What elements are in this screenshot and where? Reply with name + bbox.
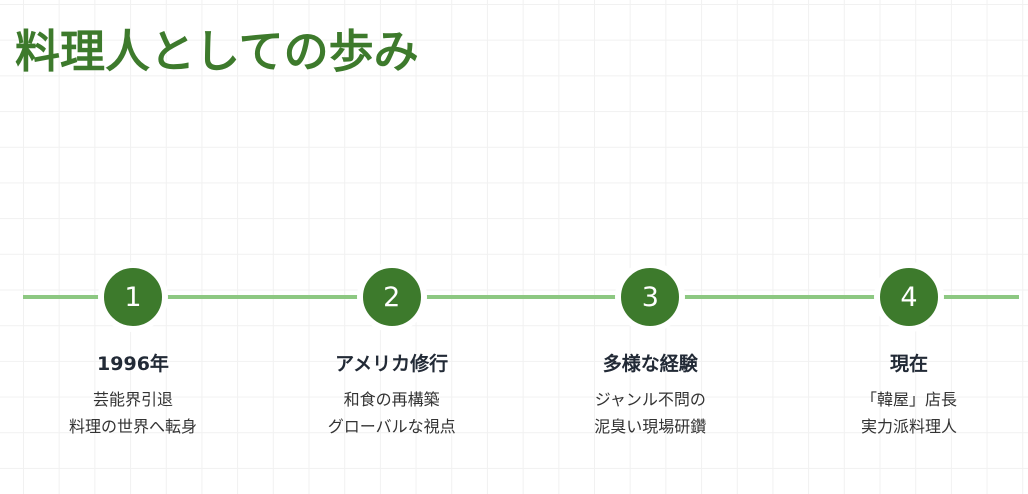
- step-title: 現在: [889, 353, 928, 375]
- step-description: 和食の再構築 グローバルな視点: [328, 386, 456, 440]
- step-description: ジャンル不問の 泥臭い現場研鑽: [594, 386, 706, 440]
- step-number-badge: 4: [873, 262, 944, 332]
- step-description-line: 実力派料理人: [860, 417, 957, 436]
- timeline-steps: 1 1996年 芸能界引退 料理の世界へ転身 2 アメリカ修行 和食の再構築 グ…: [23, 262, 1019, 440]
- step-number-badge: 1: [98, 262, 168, 332]
- step-title: 1996年: [97, 353, 169, 375]
- page-title: 料理人としての歩み: [15, 25, 419, 78]
- step-description-line: 和食の再構築: [343, 390, 440, 409]
- step-description-line: ジャンル不問の: [594, 390, 706, 409]
- step-description-line: グローバルな視点: [327, 417, 456, 436]
- timeline-connector-line: [23, 295, 1019, 299]
- step-description: 「韓屋」店長 実力派料理人: [861, 386, 957, 440]
- timeline-step-3: 3 多様な経験 ジャンル不問の 泥臭い現場研鑽: [540, 262, 760, 440]
- step-title: アメリカ修行: [335, 353, 449, 375]
- timeline-step-1: 1 1996年 芸能界引退 料理の世界へ転身: [23, 262, 243, 440]
- step-description-line: 「韓屋」店長: [860, 390, 957, 409]
- step-description: 芸能界引退 料理の世界へ転身: [69, 386, 197, 440]
- step-description-line: 泥臭い現場研鑽: [594, 417, 707, 436]
- timeline-step-4: 4 現在 「韓屋」店長 実力派料理人: [799, 262, 1019, 440]
- step-description-line: 料理の世界へ転身: [68, 417, 197, 436]
- timeline-step-2: 2 アメリカ修行 和食の再構築 グローバルな視点: [282, 262, 502, 440]
- step-number-badge: 3: [615, 262, 686, 332]
- step-title: 多様な経験: [602, 353, 698, 375]
- timeline: 1 1996年 芸能界引退 料理の世界へ転身 2 アメリカ修行 和食の再構築 グ…: [23, 262, 1019, 462]
- step-description-line: 芸能界引退: [92, 390, 173, 409]
- step-number-badge: 2: [356, 262, 427, 332]
